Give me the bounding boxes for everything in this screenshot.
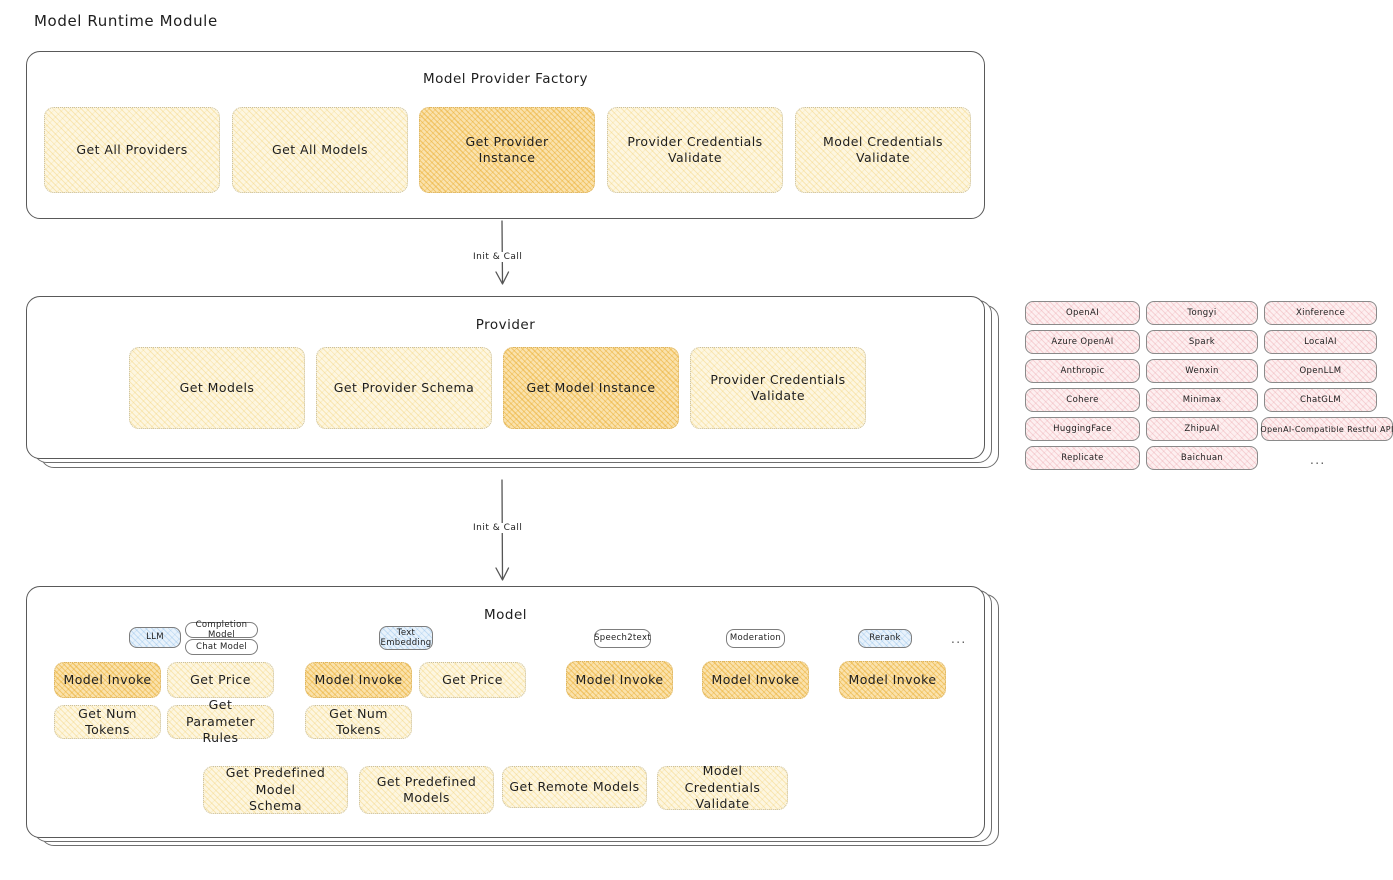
llm-method-get-num-tokens[interactable]: Get Num Tokens xyxy=(54,705,161,739)
text-embedding-method-get-price[interactable]: Get Price xyxy=(419,662,526,698)
factory-method-get-all-providers[interactable]: Get All Providers xyxy=(44,107,220,193)
provider-chip-openllm[interactable]: OpenLLM xyxy=(1264,359,1377,383)
arrow-label-init-call-1: Init & Call xyxy=(470,252,526,262)
model-provider-factory-title: Model Provider Factory xyxy=(422,71,588,87)
provider-chip-openai-compatible-restful-api[interactable]: OpenAI-Compatible Restful API xyxy=(1260,417,1393,441)
provider-chip-xinference[interactable]: Xinference xyxy=(1264,301,1377,325)
model-subtype-chat-model[interactable]: Chat Model xyxy=(185,639,258,655)
speech2text-method-model-invoke[interactable]: Model Invoke xyxy=(566,661,673,699)
provider-chip-openai[interactable]: OpenAI xyxy=(1025,301,1140,325)
provider-chip-huggingface[interactable]: HuggingFace xyxy=(1025,417,1140,441)
model-type-speech2text[interactable]: Speech2text xyxy=(594,629,651,648)
model-shared-method-get-predefined-models[interactable]: Get Predefined Models xyxy=(359,766,494,814)
text-embedding-method-get-num-tokens[interactable]: Get Num Tokens xyxy=(305,705,412,739)
provider-chip-replicate[interactable]: Replicate xyxy=(1025,446,1140,470)
provider-chip-zhipuai[interactable]: ZhipuAI xyxy=(1146,417,1258,441)
page-title: Model Runtime Module xyxy=(34,12,218,30)
provider-method-get-provider-schema[interactable]: Get Provider Schema xyxy=(316,347,492,429)
factory-method-provider-credentials-validate[interactable]: Provider Credentials Validate xyxy=(607,107,783,193)
model-type-rerank[interactable]: Rerank xyxy=(858,629,912,648)
provider-method-provider-credentials-validate[interactable]: Provider Credentials Validate xyxy=(690,347,866,429)
model-types-ellipsis: ... xyxy=(951,632,967,646)
model-shared-method-model-credentials-validate[interactable]: Model Credentials Validate xyxy=(657,763,788,811)
arrow-label-init-call-2: Init & Call xyxy=(470,523,526,533)
provider-chip-baichuan[interactable]: Baichuan xyxy=(1146,446,1258,470)
model-subtype-completion-model[interactable]: Completion Model xyxy=(185,620,258,640)
text-embedding-method-model-invoke[interactable]: Model Invoke xyxy=(305,662,412,698)
provider-method-get-models[interactable]: Get Models xyxy=(129,347,305,429)
provider-chip-cohere[interactable]: Cohere xyxy=(1025,388,1140,412)
factory-method-get-provider-instance[interactable]: Get Provider Instance xyxy=(419,107,595,193)
provider-chip-azure-openai[interactable]: Azure OpenAI xyxy=(1025,330,1140,354)
llm-method-get-parameter-rules[interactable]: Get Parameter Rules xyxy=(167,697,274,745)
provider-chip-minimax[interactable]: Minimax xyxy=(1146,388,1258,412)
model-type-text-embedding[interactable]: Text Embedding xyxy=(379,626,433,650)
model-title: Model xyxy=(483,607,528,623)
provider-chip-localai[interactable]: LocalAI xyxy=(1264,330,1377,354)
provider-chip-chatglm[interactable]: ChatGLM xyxy=(1264,388,1377,412)
provider-chip-wenxin[interactable]: Wenxin xyxy=(1146,359,1258,383)
moderation-method-model-invoke[interactable]: Model Invoke xyxy=(702,661,809,699)
factory-method-model-credentials-validate[interactable]: Model Credentials Validate xyxy=(795,107,971,193)
llm-method-model-invoke[interactable]: Model Invoke xyxy=(54,662,161,698)
model-shared-method-get-remote-models[interactable]: Get Remote Models xyxy=(502,766,647,808)
provider-list-ellipsis: ... xyxy=(1310,453,1326,467)
llm-method-get-price[interactable]: Get Price xyxy=(167,662,274,698)
provider-title: Provider xyxy=(475,317,536,333)
model-shared-method-get-predefined-model-schema[interactable]: Get Predefined Model Schema xyxy=(203,765,348,814)
provider-chip-spark[interactable]: Spark xyxy=(1146,330,1258,354)
factory-method-get-all-models[interactable]: Get All Models xyxy=(232,107,408,193)
model-type-moderation[interactable]: Moderation xyxy=(726,629,785,648)
model-type-llm[interactable]: LLM xyxy=(129,627,181,648)
rerank-method-model-invoke[interactable]: Model Invoke xyxy=(839,661,946,699)
provider-chip-tongyi[interactable]: Tongyi xyxy=(1146,301,1258,325)
provider-method-get-model-instance[interactable]: Get Model Instance xyxy=(503,347,679,429)
provider-chip-anthropic[interactable]: Anthropic xyxy=(1025,359,1140,383)
